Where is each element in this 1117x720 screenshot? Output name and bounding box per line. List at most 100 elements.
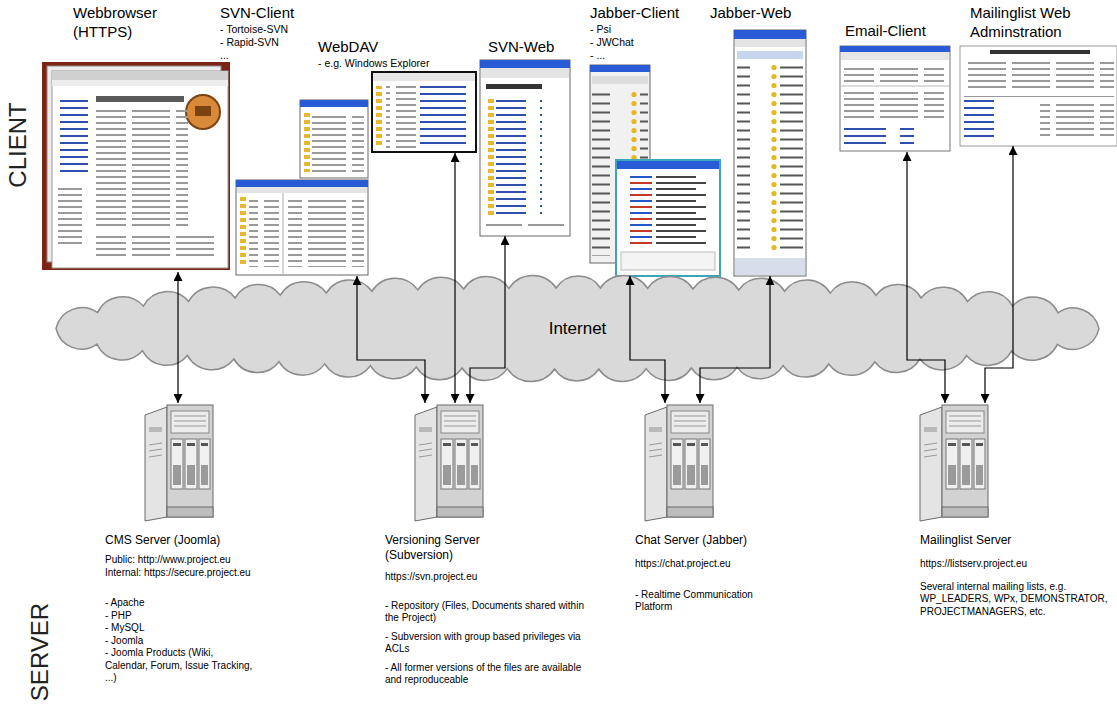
side-label: CLIENT (4, 102, 32, 187)
server: Versioning Server (Subversion) https://sv… (383, 403, 605, 690)
svn-client-screenshot-part (312, 112, 364, 172)
svn-client-screenshot-part (304, 112, 310, 172)
cloud-shape (56, 276, 1099, 382)
browser-screenshot-part (58, 96, 88, 176)
email-client-screenshot-part (844, 64, 944, 82)
email-client-screenshot-part (844, 124, 914, 144)
server-detail: Several internal mailing lists, e.g. WP_… (920, 581, 1110, 619)
server-detail: - PHP (105, 610, 283, 623)
browser-screenshot-part (52, 71, 228, 268)
mailinglist-web-screenshot (960, 46, 1117, 146)
server-detail: https://chat.project.eu (635, 558, 823, 571)
jabber-client-screenshot-part (617, 161, 719, 169)
client-note: - Tortoise-SVN (220, 23, 368, 36)
webdav-screenshot (372, 72, 476, 152)
webdav-screenshot-part (386, 86, 416, 148)
jabber-client-screenshot (590, 65, 720, 276)
jabber-web-screenshot-part (735, 39, 805, 47)
svn-client-screenshot-part (283, 193, 284, 275)
server-detail: Internal: https://secure.project.eu (105, 567, 283, 580)
server: Mailinglist Serverhttps://listserv.proje… (918, 403, 1113, 621)
webdav-screenshot-part (376, 86, 384, 148)
server-icons-part (920, 405, 988, 521)
svn-client-screenshot-part (237, 187, 367, 193)
client-application: Jabber-Web (708, 4, 808, 276)
email-client-screenshot-part (840, 86, 950, 87)
client-title: SVN-Web (488, 38, 573, 57)
server-icons-part (145, 405, 213, 521)
server-title: Chat Server (Jabber) (635, 533, 823, 548)
client-application: Jabber-Client- Psi- JWChat- ... (588, 4, 723, 276)
svn-web-screenshot-part (486, 96, 494, 216)
client-title: Jabber-Client (590, 4, 723, 23)
server-detail: - Repository (Files, Documents shared wi… (385, 600, 585, 625)
svn-client-screenshot-part (300, 100, 368, 107)
server-title: Versioning Server (Subversion) (385, 533, 510, 563)
client-title: Email-Client (845, 22, 952, 41)
svn-web-screenshot-part (480, 60, 570, 68)
client-title: Jabber-Web (710, 4, 808, 23)
server: CMS Server (Joomla)Public: http://www.pr… (103, 403, 283, 688)
server-detail: - All former versions of the files are a… (385, 662, 585, 687)
svn-client-screenshot-part (288, 197, 364, 267)
browser-screenshot-part (58, 186, 88, 246)
client-title: SVN-Client (220, 4, 368, 23)
client-title: WebDAV (318, 38, 478, 57)
client-title: Mailinglist Web Adminstration (970, 4, 1100, 42)
browser-screenshot-part (42, 62, 230, 270)
side-label: SERVER (26, 603, 54, 701)
browser-screenshot (42, 62, 230, 270)
jabber-web-screenshot-part (734, 30, 806, 276)
svn-web-screenshot (480, 60, 570, 236)
server-detail: https://svn.project.eu (385, 571, 605, 584)
svn-client-screenshot-part (236, 180, 368, 187)
jabber-web-screenshot-part (737, 62, 803, 252)
jabber-web-screenshot-part (735, 258, 805, 275)
client-title: Webbrowser (HTTPS) (73, 4, 173, 42)
svn-web-screenshot-part (480, 60, 570, 236)
browser-screenshot-part (186, 95, 220, 129)
mailinglist-web-screenshot-part (1040, 100, 1114, 140)
browser-screenshot-part (96, 108, 188, 228)
webdav-screenshot-part (373, 73, 475, 81)
svn-client-screenshot-part (249, 197, 279, 267)
jabber-client-screenshot-part (592, 76, 648, 84)
email-client-screenshot-part (840, 46, 950, 52)
client-application: Mailinglist Web Adminstration (958, 4, 1114, 146)
svn-web-screenshot-part (486, 84, 542, 89)
browser-screenshot-part (195, 106, 211, 116)
cloud-label: Internet (549, 318, 607, 339)
client-note: - e.g. Windows Explorer (318, 57, 478, 70)
server-icons (145, 405, 988, 521)
server: Chat Server (Jabber) https://chat.project… (633, 403, 823, 617)
server-detail: - Realtime Communication Platform (635, 589, 780, 614)
client-note: - ... (590, 49, 723, 62)
jabber-web-screenshot-part (737, 51, 803, 59)
jabber-web-screenshot (734, 30, 806, 276)
mailinglist-web-screenshot-part (960, 46, 1117, 146)
server-title: CMS Server (Joomla) (105, 533, 283, 548)
jabber-client-screenshot-part (590, 65, 650, 72)
mailinglist-web-screenshot-part (964, 60, 1114, 90)
server-icons-part (415, 405, 483, 521)
server-icons-part (645, 405, 713, 521)
server-detail: - Joomla Products (Wiki, Calendar, Forum… (105, 647, 255, 685)
mailinglist-web-screenshot-part (990, 50, 1090, 54)
svn-web-screenshot-part (486, 224, 564, 230)
internet-cloud: Internet (40, 272, 1115, 385)
svn-client-screenshot-part (236, 180, 368, 275)
mailinglist-web-screenshot-part (964, 100, 994, 140)
svn-web-screenshot-part (481, 68, 569, 78)
jabber-client-screenshot-part (621, 252, 715, 270)
svn-client-screenshot (236, 100, 368, 275)
client-application: Webbrowser (HTTPS) (38, 4, 233, 272)
svn-client-screenshot-part (300, 100, 368, 178)
webdav-screenshot-part (372, 72, 476, 152)
browser-screenshot-part (52, 71, 228, 80)
browser-screenshot-part (52, 80, 228, 86)
email-client-screenshot-part (841, 52, 949, 60)
email-client-screenshot (840, 46, 950, 151)
server-detail: - Subversion with group based privileges… (385, 631, 585, 656)
email-client-screenshot-part (844, 90, 944, 120)
